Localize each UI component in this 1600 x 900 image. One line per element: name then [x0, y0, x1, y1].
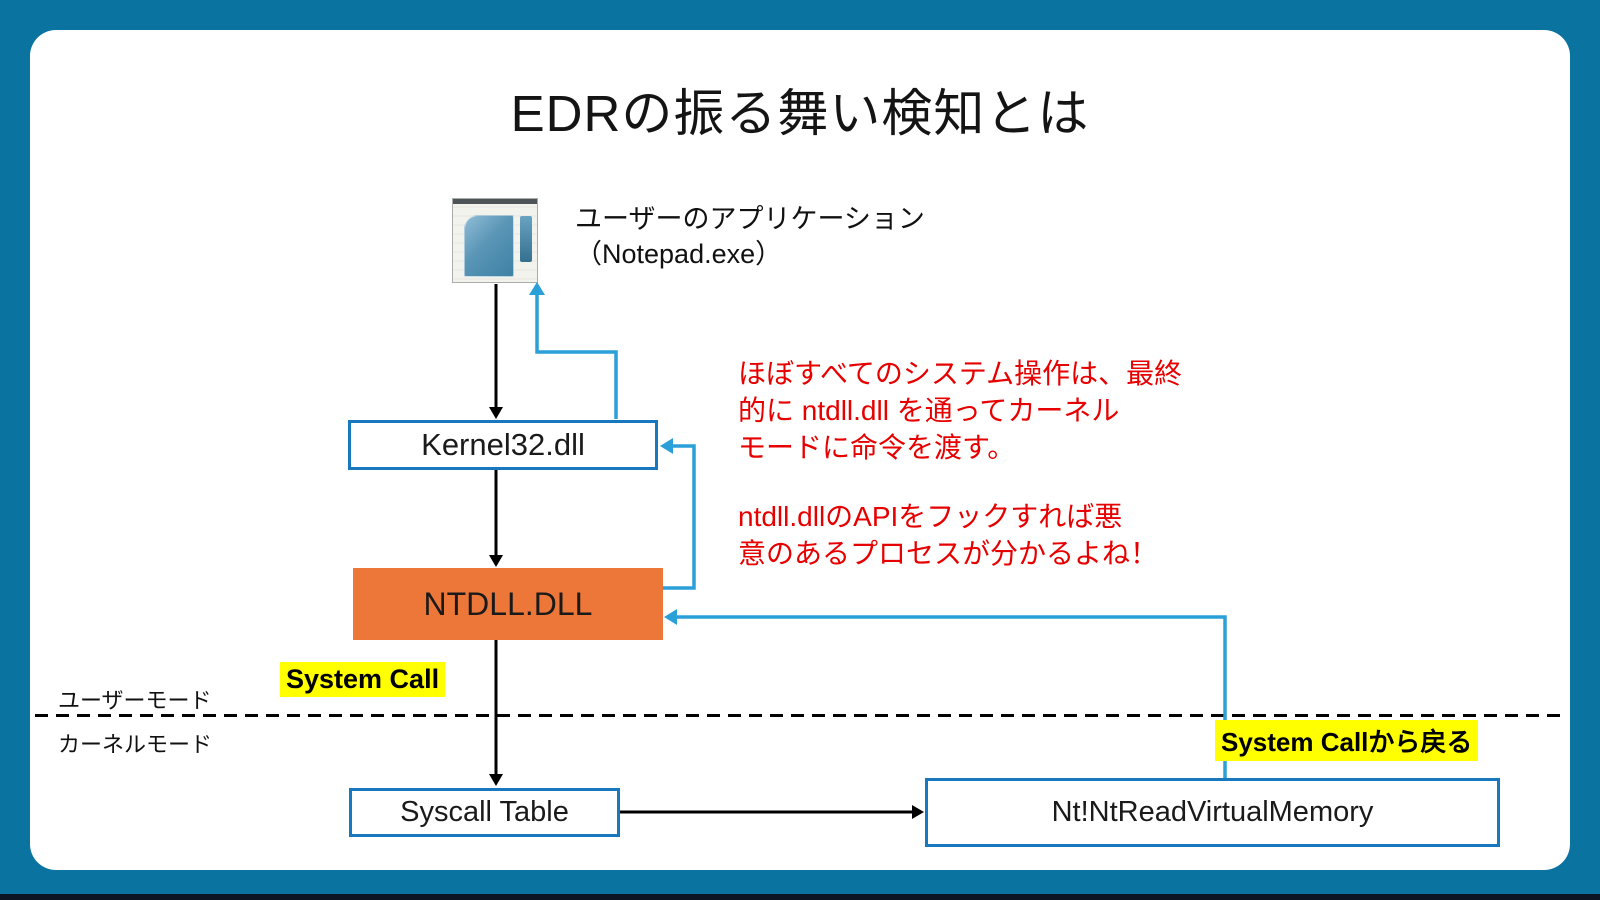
nt-read-virtual-memory-box: Nt!NtReadVirtualMemory	[925, 778, 1500, 847]
arrow-ntdll-to-kernel32-return	[660, 438, 696, 590]
notepad-icon	[452, 198, 538, 283]
app-label-line2: （Notepad.exe）	[575, 239, 783, 269]
arrow-kernel32-to-ntdll	[489, 470, 503, 567]
red-note-hook-api: ntdll.dllのAPIをフックすれば悪 意のあるプロセスが分かるよね！	[738, 498, 1158, 572]
video-letterbox-strip	[0, 894, 1600, 900]
red-note-1-line2: 的に ntdll.dll を通ってカーネル	[738, 395, 1120, 426]
arrow-kernel32-to-app-return	[529, 282, 618, 419]
kernel-mode-label: カーネルモード	[58, 732, 213, 757]
nt-read-virtual-memory-label: Nt!NtReadVirtualMemory	[1051, 796, 1374, 828]
notepad-icon-titlebar	[453, 199, 537, 204]
notepad-icon-document	[464, 215, 514, 277]
user-kernel-mode-divider	[35, 714, 1565, 717]
red-note-2-line1: ntdll.dllのAPIをフックすれば悪	[738, 501, 1123, 532]
kernel32-box: Kernel32.dll	[348, 420, 658, 470]
red-note-1-line3: モードに命令を渡す。	[738, 432, 1016, 463]
syscall-table-box: Syscall Table	[349, 788, 620, 837]
page-title: EDRの振る舞い検知とは	[510, 85, 1090, 142]
ntdll-box: NTDLL.DLL	[353, 568, 663, 640]
red-note-ntdll-path: ほぼすべてのシステム操作は、最終 的に ntdll.dll を通ってカーネル モ…	[738, 355, 1182, 466]
notepad-icon-scrollbar	[520, 216, 532, 262]
arrow-syscall-table-to-nt-read	[620, 805, 924, 819]
system-call-return-label: System Callから戻る	[1215, 720, 1479, 761]
red-note-1-line1: ほぼすべてのシステム操作は、最終	[738, 358, 1183, 389]
arrow-ntdll-to-syscall-table	[489, 640, 503, 786]
system-call-label: System Call	[280, 662, 446, 697]
syscall-table-label: Syscall Table	[400, 796, 569, 828]
user-mode-label: ユーザーモード	[58, 688, 212, 713]
ntdll-label: NTDLL.DLL	[423, 585, 593, 622]
arrow-nt-read-to-ntdll-return	[664, 609, 1227, 778]
red-note-2-line2: 意のあるプロセスが分かるよね！	[738, 538, 1159, 569]
slide: EDRの振る舞い検知とは ユーザーのアプリケーション （Notepad.exe）…	[30, 30, 1570, 870]
app-label-line1: ユーザーのアプリケーション	[575, 204, 925, 234]
kernel32-label: Kernel32.dll	[421, 427, 585, 462]
arrow-app-to-kernel32	[489, 284, 503, 419]
app-label: ユーザーのアプリケーション （Notepad.exe）	[575, 202, 925, 272]
